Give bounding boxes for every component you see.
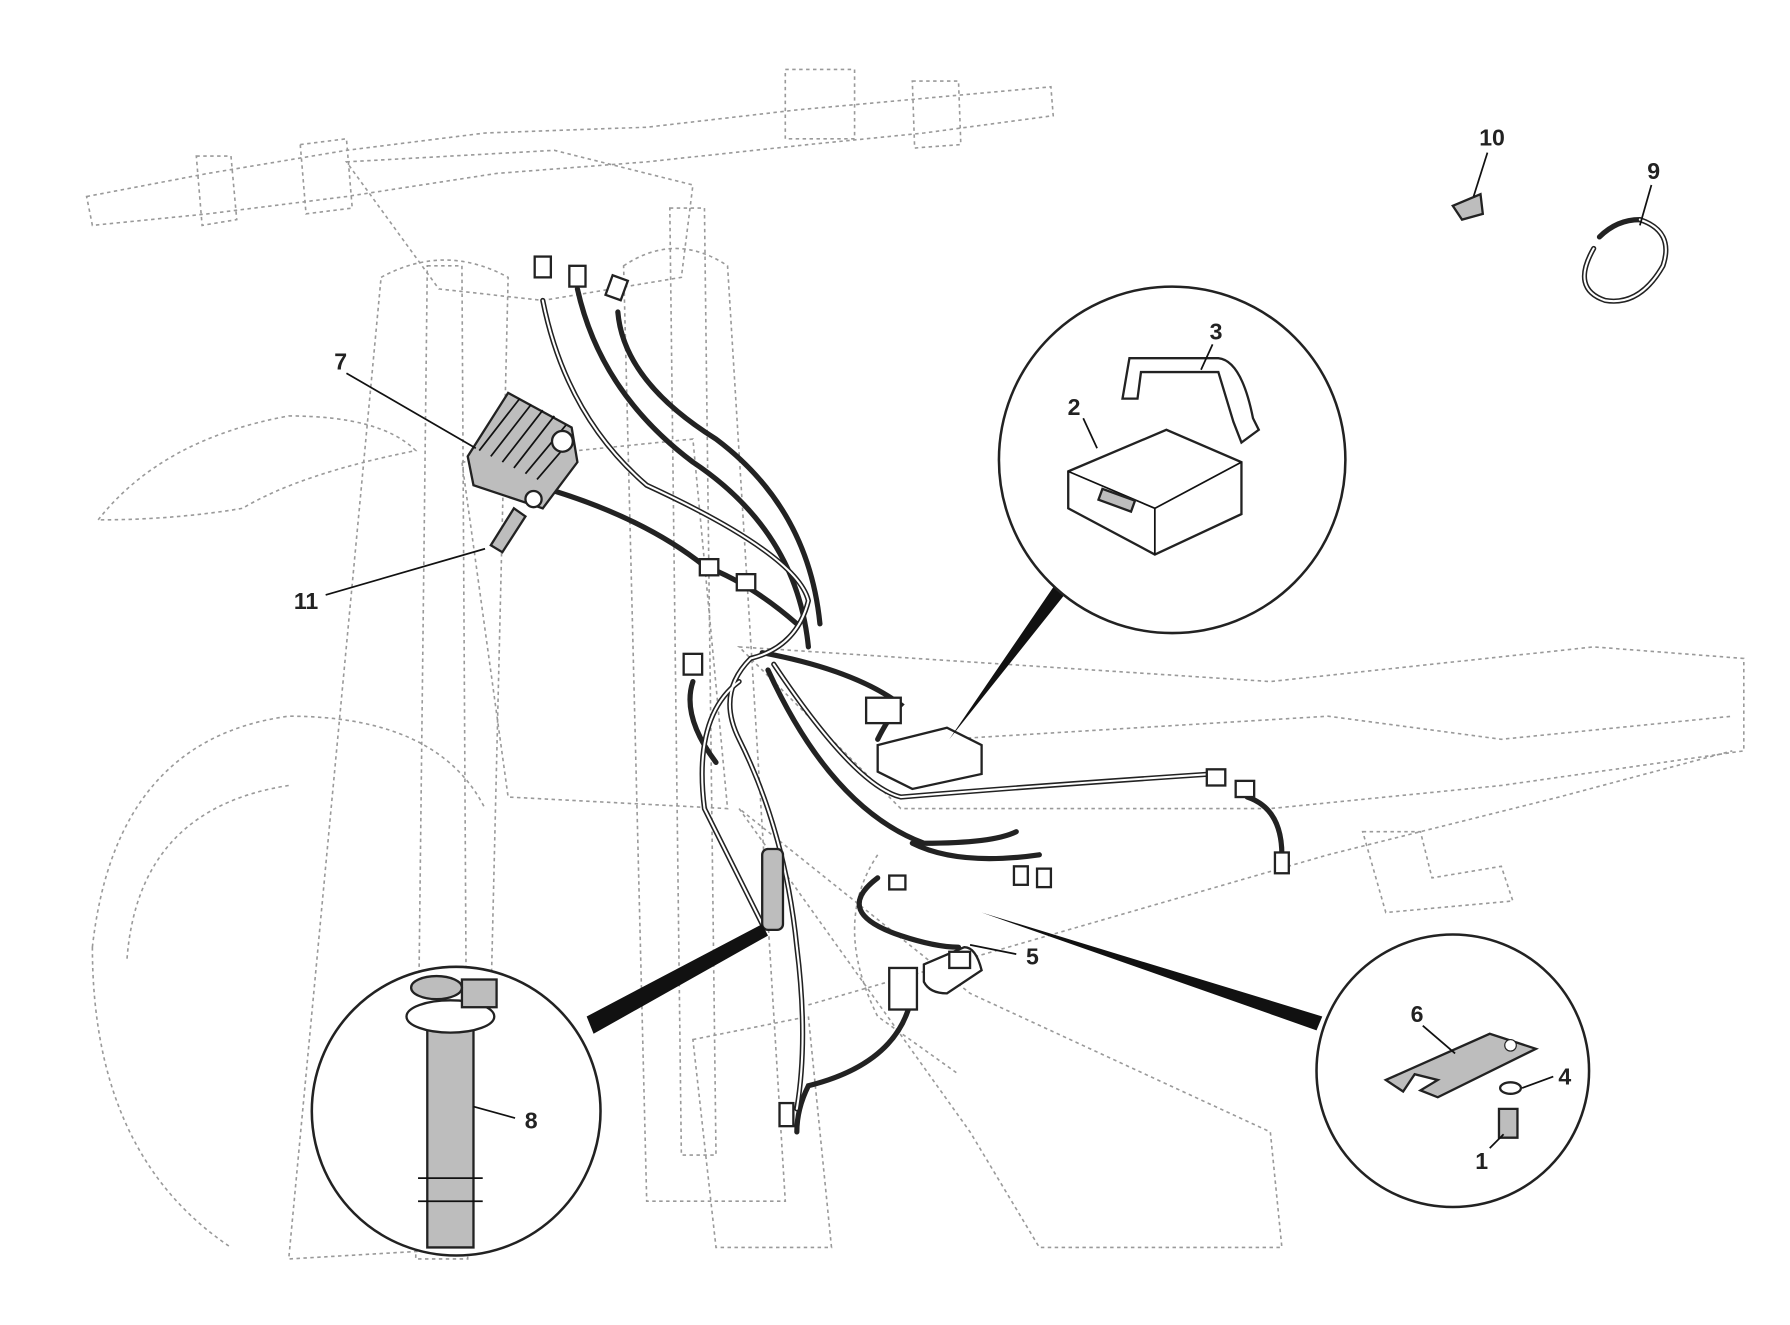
callout-6: 6 [1411, 1001, 1424, 1027]
detail-ignition-coil [310, 924, 768, 1257]
callout-10: 10 [1479, 125, 1505, 151]
callout-1: 1 [1475, 1148, 1488, 1174]
callout-5: 5 [1026, 943, 1039, 969]
detail-bracket [981, 912, 1591, 1209]
bolt-part-11 [489, 506, 528, 554]
callout-2: 2 [1068, 394, 1081, 420]
regulator-part-7 [466, 391, 579, 510]
ignition-coil-part-8 [405, 974, 498, 1249]
cable-tie-part-9 [1581, 217, 1669, 304]
detail-ecu [949, 285, 1347, 740]
callout-4: 4 [1558, 1064, 1571, 1090]
clip-part-10 [1451, 192, 1485, 221]
callout-9: 9 [1647, 158, 1660, 184]
callout-7: 7 [334, 349, 347, 375]
callout-8: 8 [525, 1107, 538, 1133]
callout-3: 3 [1210, 319, 1223, 345]
leader-lines [325, 152, 1653, 1149]
callouts: 1 2 3 4 5 6 7 8 9 10 11 [294, 125, 1660, 1174]
wiring-harness [466, 255, 1290, 1135]
callout-11: 11 [294, 588, 319, 614]
